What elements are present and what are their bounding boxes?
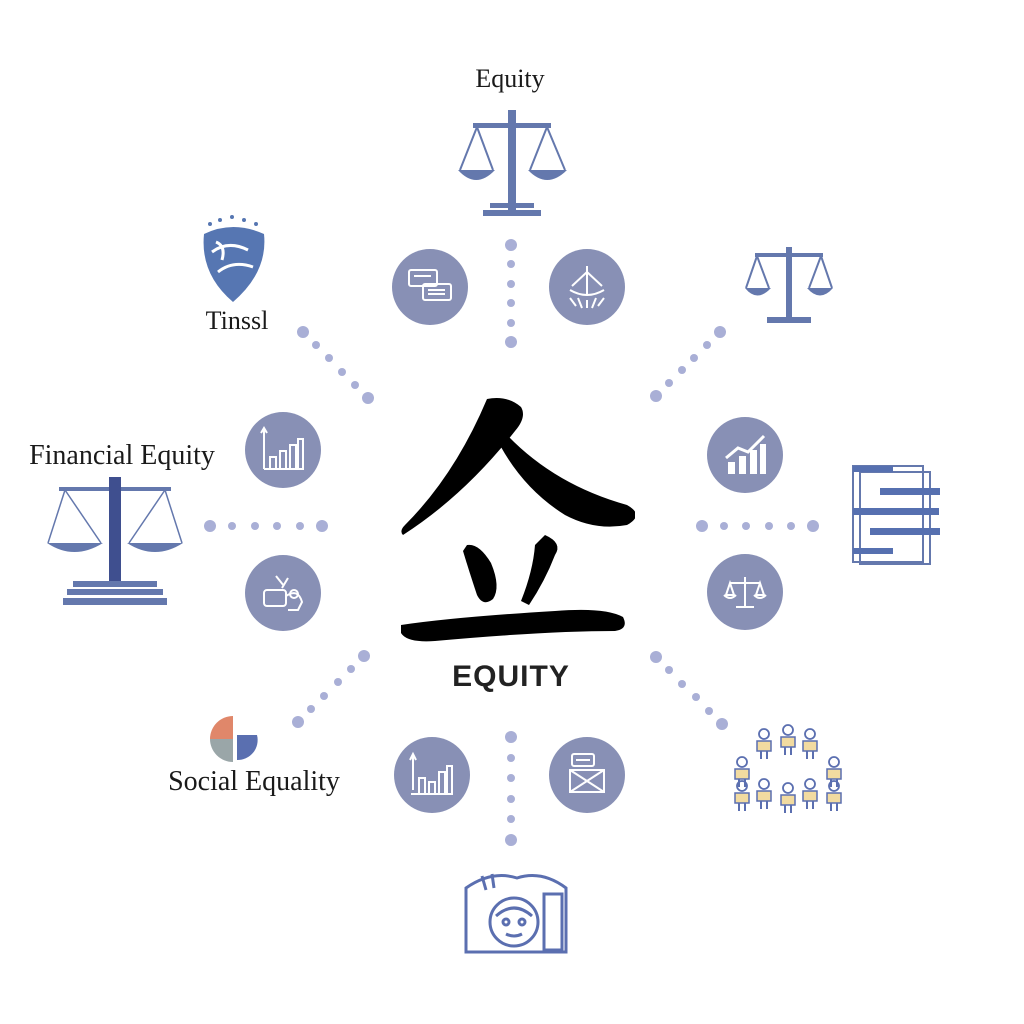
connector-dot xyxy=(664,379,673,388)
globe-shield-icon xyxy=(203,215,265,302)
connector-dot xyxy=(505,239,517,251)
connector-dot xyxy=(677,366,686,375)
message-envelope-icon xyxy=(549,737,625,813)
connector-dot xyxy=(764,522,773,530)
connector-dot xyxy=(690,353,699,362)
connector-dot xyxy=(228,522,237,530)
connector-dot xyxy=(507,774,515,783)
connector-dot xyxy=(346,665,355,674)
connector-dot xyxy=(742,522,751,530)
connector-dot xyxy=(316,520,328,532)
connector-dot xyxy=(507,260,515,269)
document-stack-icon xyxy=(852,465,940,565)
scales-icon xyxy=(458,110,567,216)
line-chart-icon xyxy=(707,417,783,493)
bar-chart-icon xyxy=(245,412,321,488)
label-financial-equity: Financial Equity xyxy=(29,440,215,471)
connector-dot xyxy=(704,706,713,715)
connector-dot xyxy=(320,691,329,700)
connector-dot xyxy=(505,731,517,743)
connector-dot xyxy=(507,299,515,308)
label-equity-top: Equity xyxy=(475,64,545,93)
connector-dot xyxy=(714,326,726,338)
connector-dot xyxy=(703,340,712,349)
puzzle-hand-icon xyxy=(245,555,321,631)
connector-dot xyxy=(325,354,333,363)
connector-dot xyxy=(665,666,674,675)
chat-bubbles-icon xyxy=(392,249,468,325)
connector-dot xyxy=(292,716,304,728)
connector-dot xyxy=(307,704,316,713)
connector-dot xyxy=(358,650,370,662)
connector-dot xyxy=(507,753,515,762)
connector-dot xyxy=(312,341,320,350)
person-building-icon xyxy=(464,873,568,954)
connector-dot xyxy=(295,522,304,530)
connector-dot xyxy=(338,367,346,376)
connector-dot xyxy=(786,522,795,530)
connector-dot xyxy=(505,834,517,846)
connector-dot xyxy=(507,279,515,288)
label-social-equality: Social Equality xyxy=(168,766,340,797)
connector-dot xyxy=(650,651,662,663)
connector-dot xyxy=(507,815,515,824)
financial-scales-icon xyxy=(47,477,183,605)
connector-dot xyxy=(505,336,517,348)
connector-dot xyxy=(250,522,259,530)
connector-dot xyxy=(650,390,662,402)
scales-circle-icon xyxy=(707,554,783,630)
connector-dot xyxy=(273,522,282,530)
connector-dot xyxy=(720,522,729,530)
balance-hands-icon xyxy=(549,249,625,325)
connector-dot xyxy=(333,678,342,687)
connector-dot xyxy=(696,520,708,532)
growth-chart-icon xyxy=(394,737,470,813)
pie-chart-icon xyxy=(210,716,258,762)
connector-dot xyxy=(716,718,728,730)
small-scales-icon xyxy=(745,247,833,323)
connector-dot xyxy=(297,326,309,338)
connector-dot xyxy=(507,318,515,327)
connector-dot xyxy=(807,520,819,532)
connector-dot xyxy=(362,392,374,404)
connector-dot xyxy=(204,520,216,532)
connector-dot xyxy=(351,380,359,389)
center-title: EQUITY xyxy=(452,660,570,693)
central-equity-glyph xyxy=(401,398,635,642)
people-group-icon xyxy=(734,724,842,814)
connector-dot xyxy=(691,693,700,702)
connector-dot xyxy=(678,679,687,688)
label-tinssl: Tinssl xyxy=(205,306,269,335)
connector-dot xyxy=(507,794,515,803)
